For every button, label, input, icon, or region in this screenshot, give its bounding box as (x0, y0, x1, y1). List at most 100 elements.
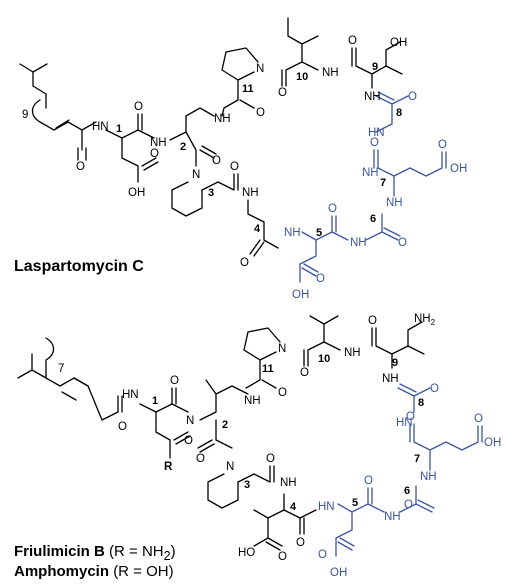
bond-line (283, 509, 317, 519)
atom-label: O (404, 499, 413, 511)
atom-label: NH (362, 167, 379, 179)
atom-label: O (370, 137, 379, 149)
atom-hn-tail-a: HN (92, 121, 109, 133)
atom-label: NH (386, 197, 403, 209)
bond-line (19, 63, 48, 109)
bond-line (335, 503, 353, 557)
atom-label: OH (292, 289, 309, 301)
atom-label: O (316, 273, 325, 285)
residue-number-label: 11 (242, 83, 254, 95)
atom-label: NH (344, 347, 361, 359)
atom-label: HN (122, 389, 139, 401)
atom-label: OH (450, 163, 467, 175)
atom-label: NH (242, 187, 259, 199)
bond-line (299, 231, 317, 283)
bond-line (221, 79, 255, 117)
atom-label: O (184, 435, 193, 447)
atom-label: O (406, 411, 415, 423)
bond-line (393, 167, 411, 197)
atom-label: O (278, 87, 287, 99)
bond-line (287, 17, 319, 71)
residue-number-label: 2 (180, 141, 186, 153)
bond-line (55, 119, 70, 129)
bond-line (301, 263, 319, 277)
laspartomycin-c-structure: 9 O HN 1 O OH O NH 2 O NH N 3 O NH 4 (19, 17, 467, 301)
amphomycin-name: Amphomycin (14, 563, 110, 580)
atom-label: NH (350, 237, 367, 249)
friulimicin-b-r-close: ) (170, 543, 176, 560)
bond-line (233, 173, 239, 191)
bond-line (139, 403, 189, 413)
friulimicin-b-r-subscript: 2 (163, 549, 171, 563)
atom-label: O (256, 107, 265, 119)
residue-number-label: 11 (262, 363, 274, 375)
bond-line (445, 425, 483, 451)
atom-label: HN (368, 127, 385, 139)
atom-label: O (474, 413, 483, 425)
atom-label: O (348, 35, 357, 47)
atom-label: HN (396, 417, 413, 429)
atom-nh2: NH2 (414, 313, 436, 327)
atom-label: OH (390, 37, 407, 49)
tail-repeat-label-b: 7 (58, 363, 64, 375)
atom-label: O (408, 91, 417, 103)
atom-label: OH (484, 437, 501, 449)
residue-number-label: 4 (254, 223, 261, 235)
bond-line (303, 341, 325, 367)
bond-line (221, 47, 259, 81)
residue-number-label: 8 (396, 107, 402, 119)
atom-label: HO (238, 547, 255, 559)
atom-label: O (398, 237, 407, 249)
residue-number-label: 6 (370, 213, 376, 225)
atom-label: O (318, 549, 327, 561)
friulimicin-b-structure: 7 O HN 1 O O R N NH 2 NH O N 3 O NH (17, 313, 501, 579)
bond-line (385, 65, 403, 75)
bond-line (247, 199, 279, 249)
bond-line (73, 377, 89, 387)
residue-number-label: 9 (372, 61, 378, 73)
atom-label: NH (420, 471, 437, 483)
bond-line (141, 157, 159, 171)
atom-label: NH (384, 511, 401, 523)
bond-line (81, 121, 97, 131)
residue-number-label: 10 (296, 71, 308, 83)
atom-label: NH (244, 395, 261, 407)
residue-number-label: 3 (208, 187, 214, 199)
bond-line (173, 431, 191, 445)
residue-number-label: 10 (318, 353, 330, 365)
residue-number-label: 2 (222, 419, 228, 431)
bond-line (429, 441, 447, 471)
atom-label: NH (150, 137, 167, 149)
friulimicin-b-r-label: (R = NH (109, 543, 164, 560)
bond-line (77, 147, 87, 161)
atom-label: N (256, 63, 264, 75)
bond-line (381, 227, 401, 241)
bond-line (265, 537, 283, 551)
atom-label: O (134, 101, 143, 113)
bond-line (117, 395, 123, 413)
bond-line (281, 61, 303, 87)
residue-number-label: 4 (290, 501, 297, 513)
atom-label: N (226, 461, 234, 473)
atom-label: N (192, 169, 200, 181)
bond-line (171, 387, 177, 405)
atom-label: O (296, 537, 305, 549)
atom-label: NH (280, 477, 297, 489)
bond-line (137, 113, 143, 131)
friulimicin-b-name: Friulimicin B (14, 543, 105, 560)
residue-number-label: 5 (352, 497, 358, 509)
atom-label: NH (284, 227, 301, 239)
atom-label: OH (128, 187, 145, 199)
bond-line (409, 151, 447, 177)
bond-line (243, 327, 281, 361)
atom-label: O (240, 257, 249, 269)
bond-line (205, 379, 217, 395)
bond-line (299, 517, 305, 535)
residue-number-label: 8 (418, 397, 424, 409)
atom-label: O (364, 475, 373, 487)
bond-line (45, 377, 119, 421)
atom-label: HN (318, 501, 335, 513)
atom-label: O (300, 367, 309, 379)
